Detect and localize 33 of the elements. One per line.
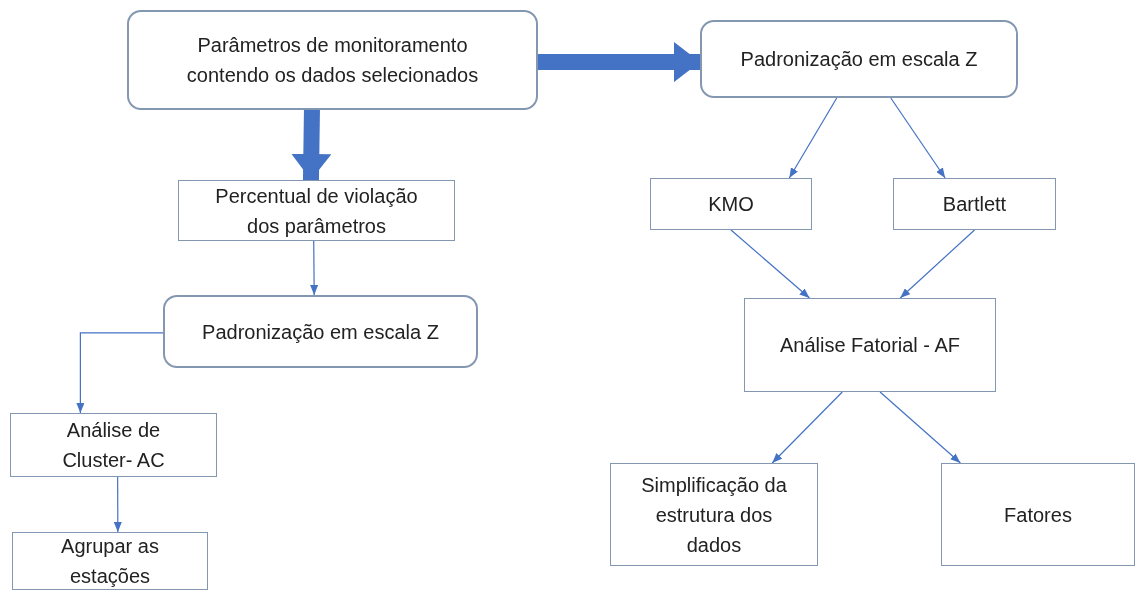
- node-text: Padronização em escala Z: [202, 319, 439, 345]
- rounded-process-box: [127, 10, 538, 110]
- process-box: [650, 178, 812, 230]
- node-text: Análise Fatorial - AF: [779, 333, 961, 358]
- process-box: [744, 298, 996, 392]
- node-text: KMO: [708, 192, 754, 217]
- arrow: [890, 97, 946, 179]
- rounded-process-box: [700, 20, 1018, 98]
- arrow: [879, 391, 961, 464]
- arrow: [771, 391, 843, 464]
- node-text: Bartlett: [942, 192, 1007, 217]
- arrow: [899, 229, 976, 299]
- arrow: [788, 97, 838, 179]
- node-text: Agrupar as estações: [60, 534, 160, 589]
- arrow: [113, 476, 122, 533]
- arrow: [310, 240, 319, 296]
- node-text: Parâmetros de monitoramento contendo os dados selecionados: [185, 33, 480, 88]
- process-box: [10, 413, 217, 477]
- process-box: [941, 463, 1135, 566]
- process-box: [12, 532, 208, 590]
- node-text: Fatores: [1004, 502, 1072, 528]
- block-arrow: [538, 42, 700, 83]
- node-text: Análise de Cluster- AC: [61, 418, 166, 473]
- node-text: Percentual de violação dos parâmetros: [214, 183, 419, 239]
- process-box: [893, 178, 1056, 230]
- block-arrow: [291, 109, 332, 181]
- rounded-process-box: [163, 295, 478, 368]
- arrow: [76, 332, 164, 414]
- process-box: [178, 180, 455, 241]
- process-box: [610, 463, 818, 566]
- arrow: [730, 229, 811, 299]
- node-text: Simplificação da estrutura dos dados: [640, 472, 788, 558]
- node-text: Padronização em escala Z: [740, 47, 978, 72]
